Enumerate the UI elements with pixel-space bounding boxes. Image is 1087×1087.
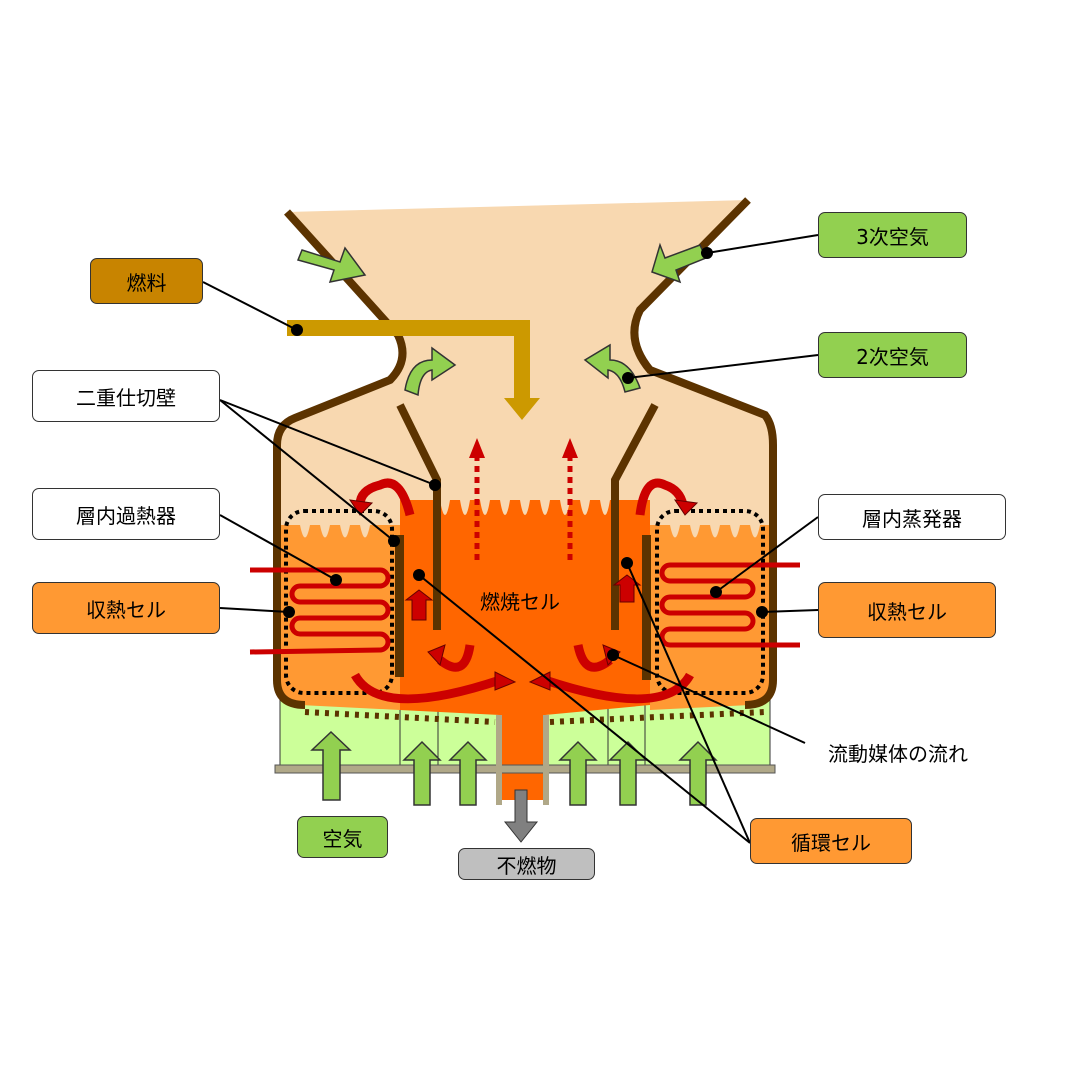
nozzles xyxy=(304,709,766,725)
fuel-pipe xyxy=(287,320,530,400)
double-partition-label: 二重仕切壁 xyxy=(32,370,220,422)
heat-cell-right-label: 収熱セル xyxy=(818,582,996,638)
media-flow-label: 流動媒体の流れ xyxy=(828,742,968,766)
superheater-tube xyxy=(249,567,391,655)
evaporator-tube xyxy=(659,562,800,648)
tertiary-air-label: 3次空気 xyxy=(818,212,967,258)
leader-lines xyxy=(202,234,819,844)
heat-cell-left-label: 収熱セル xyxy=(32,582,220,634)
circulation-cell-label: 循環セル xyxy=(750,818,912,864)
evaporator-label: 層内蒸発器 xyxy=(818,494,1006,540)
heat-cell-right xyxy=(650,525,772,710)
air-label: 空気 xyxy=(297,816,388,858)
partition-left-outer xyxy=(395,535,404,677)
incombustibles-label: 不燃物 xyxy=(458,848,595,880)
grate-plate xyxy=(274,764,776,774)
partition-right-inner xyxy=(611,403,659,630)
secondary-air-label: 2次空気 xyxy=(818,332,967,378)
ash-arrow xyxy=(503,789,539,843)
combustion-cell xyxy=(400,500,650,800)
superheater-label: 層内過熱器 xyxy=(32,488,220,540)
combustion-cell-label: 燃焼セル xyxy=(480,590,560,614)
media-flow-arrows xyxy=(351,478,694,704)
outer-wall xyxy=(273,209,407,709)
up-arrow-left xyxy=(404,589,434,621)
fuel-label: 燃料 xyxy=(90,258,203,304)
